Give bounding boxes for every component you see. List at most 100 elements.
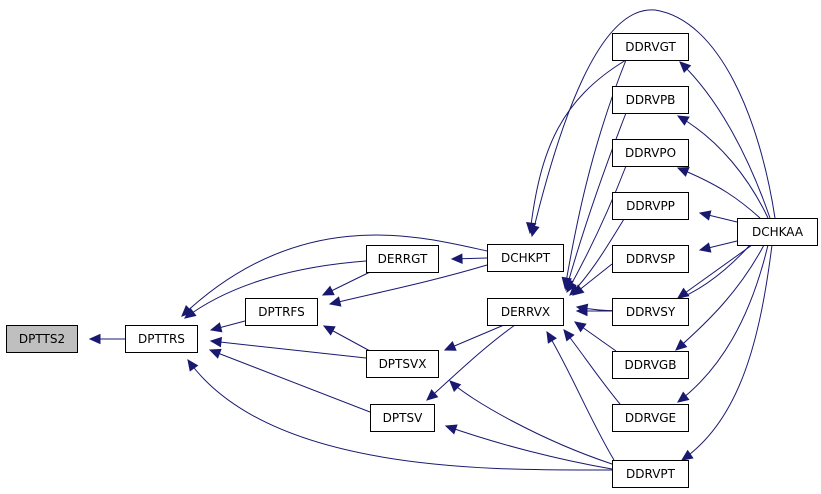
node-box[interactable] xyxy=(612,298,689,326)
edge-dptsvx-to-dpttrs xyxy=(209,336,367,359)
node-label: DDRVPP xyxy=(626,199,675,213)
node-box[interactable] xyxy=(612,86,689,114)
node-label: DPTTRS xyxy=(138,332,185,346)
edge-ddrvge-to-derrvx xyxy=(563,329,621,405)
node-box[interactable] xyxy=(366,350,439,378)
edge-dptsvx-to-dptrfs xyxy=(322,325,371,352)
edge-dchkaa-to-ddrvsy xyxy=(677,244,753,299)
node-label: DPTSVX xyxy=(379,357,427,371)
arrowhead xyxy=(209,322,223,333)
node-box[interactable] xyxy=(6,325,78,353)
arrowhead xyxy=(677,391,690,403)
arrowhead xyxy=(529,224,540,238)
node-box[interactable] xyxy=(612,245,689,273)
node-label: DCHKAA xyxy=(752,225,804,239)
node-ddrvge[interactable]: DDRVGE xyxy=(612,404,689,432)
node-box[interactable] xyxy=(487,298,564,326)
arrowhead xyxy=(322,325,336,336)
node-ddrvgb[interactable]: DDRVGB xyxy=(612,351,689,379)
edge-line xyxy=(529,59,627,234)
edge-ddrvgb-to-derrvx xyxy=(574,321,617,352)
node-dptsv[interactable]: DPTSV xyxy=(370,404,435,432)
arrowhead xyxy=(572,284,585,296)
edge-ddrvpt-to-dpttrs xyxy=(187,359,613,471)
arrowhead xyxy=(426,389,439,401)
node-box[interactable] xyxy=(612,33,689,61)
node-box[interactable] xyxy=(612,192,689,220)
edge-line xyxy=(426,324,516,401)
node-ddrvpb[interactable]: DDRVPB xyxy=(612,86,689,114)
node-dchkpt[interactable]: DCHKPT xyxy=(487,244,564,272)
edge-dchkaa-to-ddrvpt xyxy=(680,244,773,461)
node-box[interactable] xyxy=(125,325,198,353)
node-derrvx[interactable]: DERRVX xyxy=(487,298,564,326)
edge-dchkaa-to-ddrvsp xyxy=(698,240,738,253)
node-box[interactable] xyxy=(612,404,689,432)
arrowhead xyxy=(676,115,690,126)
node-label: DDRVPT xyxy=(626,467,676,481)
arrowhead xyxy=(698,210,712,221)
node-label: DDRVPO xyxy=(625,146,676,160)
arrowhead xyxy=(575,303,589,315)
arrowhead xyxy=(676,167,690,177)
node-box[interactable] xyxy=(245,298,318,326)
node-box[interactable] xyxy=(487,244,564,272)
node-label: DPTSV xyxy=(383,411,423,425)
edge-dchkaa-to-ddrvpb xyxy=(676,115,769,219)
node-label: DERRGT xyxy=(378,252,428,266)
edge-line xyxy=(209,349,371,413)
nodes-layer: DPTTS2 DPTTRS DPTRFS DERRGT DCHKPT DPTSVX DPTS… xyxy=(6,33,818,488)
node-ddrvpp[interactable]: DDRVPP xyxy=(612,192,689,220)
node-label: DPTTS2 xyxy=(19,332,65,346)
arrowhead xyxy=(679,61,692,74)
node-ddrvpo[interactable]: DDRVPO xyxy=(612,139,689,167)
node-box[interactable] xyxy=(612,351,689,379)
node-ddrvpt[interactable]: DDRVPT xyxy=(612,460,689,488)
edge-line xyxy=(565,112,627,291)
node-label: DERRVX xyxy=(501,305,550,319)
node-label: DDRVSY xyxy=(626,305,676,319)
node-box[interactable] xyxy=(370,404,435,432)
node-box[interactable] xyxy=(366,245,439,273)
edge-dchkpt-to-dptrfs xyxy=(328,264,488,307)
node-label: DDRVPB xyxy=(626,93,676,107)
node-box[interactable] xyxy=(612,460,689,488)
edge-line xyxy=(677,244,753,299)
node-ddrvsp[interactable]: DDRVSP xyxy=(612,245,689,273)
node-label: DCHKPT xyxy=(501,251,551,265)
node-dpttrs[interactable]: DPTTRS xyxy=(125,325,198,353)
node-dptrfs[interactable]: DPTRFS xyxy=(245,298,318,326)
edge-line xyxy=(181,234,488,317)
node-label: DDRVGE xyxy=(625,411,676,425)
node-ddrvsy[interactable]: DDRVSY xyxy=(612,298,689,326)
edge-line xyxy=(210,340,367,359)
edge-line xyxy=(184,260,367,319)
node-dptts2[interactable]: DPTTS2 xyxy=(6,325,78,353)
node-ddrvgt[interactable]: DDRVGT xyxy=(612,33,689,61)
node-box[interactable] xyxy=(737,218,818,246)
node-label: DDRVGB xyxy=(625,358,677,372)
edge-dchkaa-to-ddrvge xyxy=(677,244,769,403)
node-derrgt[interactable]: DERRGT xyxy=(366,245,439,273)
arrowhead xyxy=(450,253,463,264)
edge-dpttrs-to-dptts2 xyxy=(88,333,125,345)
node-box[interactable] xyxy=(612,139,689,167)
arrowhead xyxy=(675,339,688,351)
edge-line xyxy=(675,244,765,351)
node-dchkaa[interactable]: DCHKAA xyxy=(737,218,818,246)
node-label: DDRVGT xyxy=(625,40,676,54)
arrowhead xyxy=(574,321,587,333)
node-dptsvx[interactable]: DPTSVX xyxy=(366,350,439,378)
edge-ddrvpo-to-derrvx xyxy=(566,165,627,294)
arrowhead xyxy=(444,424,458,435)
arrowhead xyxy=(443,341,457,351)
edge-dchkpt-to-derrgt xyxy=(450,253,488,264)
arrowhead xyxy=(563,329,575,342)
edge-derrgt-to-dptrfs xyxy=(321,271,371,296)
edge-dchkaa-to-ddrvgb xyxy=(675,244,765,351)
arrowhead xyxy=(321,285,335,296)
arrowhead xyxy=(88,333,101,345)
edge-dchkaa-to-dchkpt xyxy=(529,9,776,238)
edge-line xyxy=(681,244,773,461)
edge-derrvx-to-dptsv xyxy=(426,324,516,401)
